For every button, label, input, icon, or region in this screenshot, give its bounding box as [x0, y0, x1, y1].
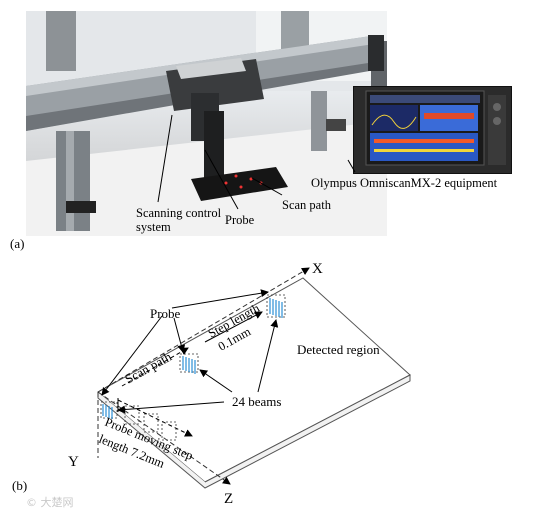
- probe-label-a: Probe: [225, 213, 255, 227]
- scan-path-label-a: Scan path: [282, 198, 331, 212]
- panel-a-caption: (a): [10, 236, 25, 251]
- beams-leader-3: [257, 319, 279, 393]
- beams-leader-1: [117, 401, 225, 414]
- x-axis: [97, 267, 310, 393]
- scanning-control-line2: system: [136, 220, 171, 234]
- x-axis-label: X: [312, 261, 323, 277]
- probe-label-b: Probe: [150, 306, 181, 321]
- probe-leader-1: [101, 315, 163, 396]
- omniscan-screen-illustration: [354, 87, 511, 173]
- probe-leader-3: [171, 289, 269, 309]
- y-axis-label: Y: [68, 454, 79, 470]
- step-length-arrow: [204, 311, 263, 343]
- watermark: © 大楚网: [26, 496, 74, 509]
- scanning-control-line1: Scanning control: [136, 206, 222, 220]
- panel-b-caption: (b): [12, 478, 28, 493]
- equipment-label: Olympus OmniscanMX-2 equipment: [311, 176, 498, 190]
- beams-leader-2: [199, 369, 233, 393]
- omniscan-inset: [353, 86, 512, 174]
- detected-region-label: Detected region: [297, 342, 380, 357]
- beams-label: 24 beams: [232, 394, 281, 409]
- scan-path-arrow: [121, 347, 189, 387]
- probe-leader-2: [173, 317, 186, 353]
- beam-arrays: [102, 298, 283, 419]
- scanning-control-label: Scanning control system: [136, 206, 221, 234]
- z-axis-label: Z: [224, 491, 233, 507]
